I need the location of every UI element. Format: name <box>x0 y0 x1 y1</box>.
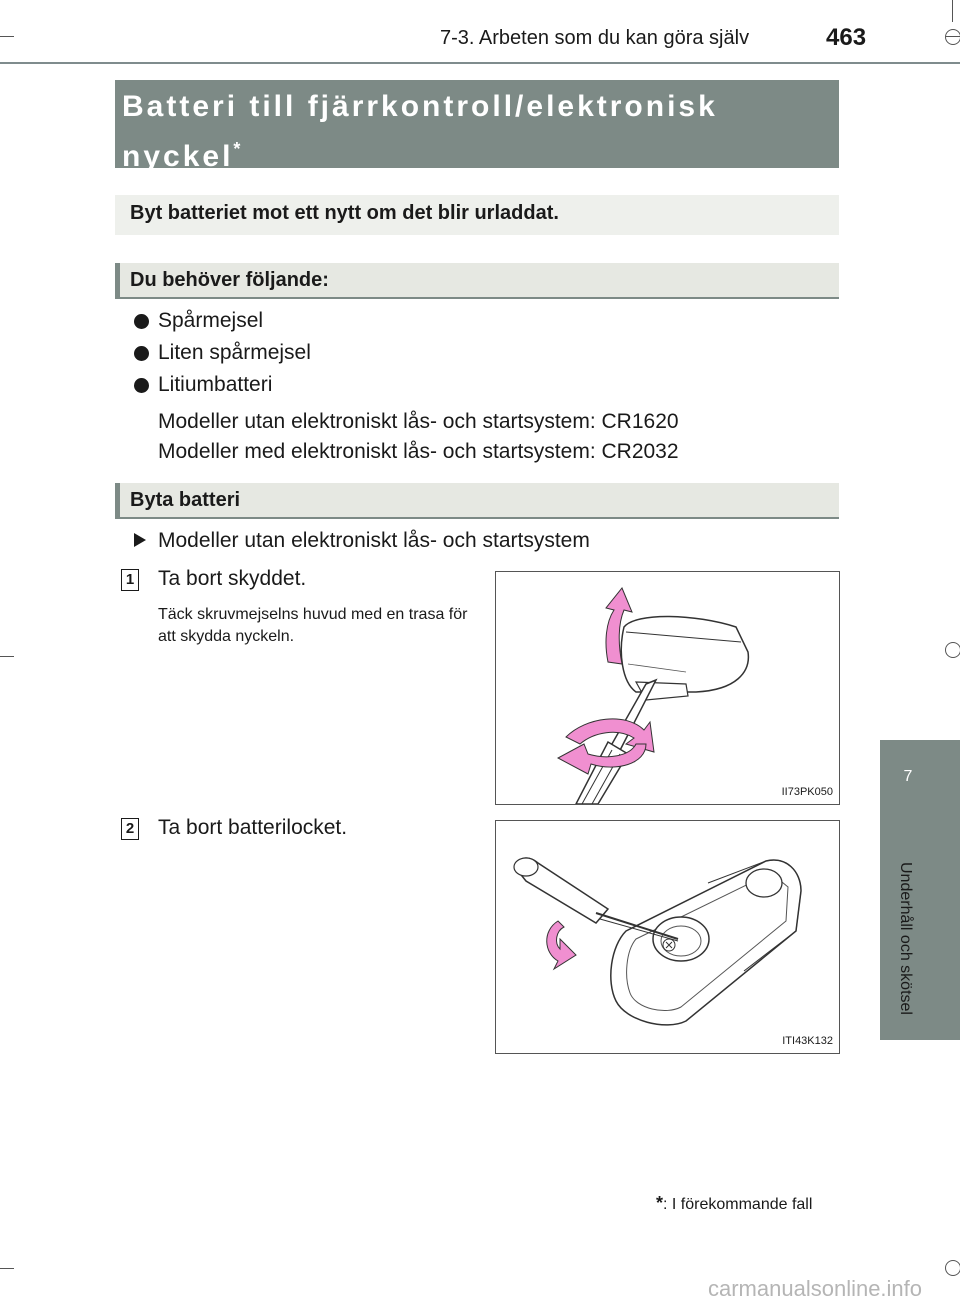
chapter-number: 7 <box>903 768 913 785</box>
chapter-tab <box>880 740 960 1040</box>
subhead-replace-text: Byta batteri <box>130 489 241 511</box>
page-title: Batteri till fjärrkontroll/elektronisk n… <box>122 86 822 178</box>
notice-text: Byt batteriet mot ett nytt om det blir u… <box>130 202 559 224</box>
subhead-bar <box>115 263 120 297</box>
notice-box <box>115 195 839 235</box>
subhead-replace: Byta batteri <box>115 483 839 519</box>
watermark: carmanualsonline.info <box>708 1276 923 1301</box>
variant-label: Modeller utan elektroniskt lås- och star… <box>158 529 590 552</box>
crop-mark <box>0 36 14 37</box>
page-number: 463 <box>826 24 867 51</box>
bullet-dot <box>134 378 149 393</box>
crop-mark <box>952 0 953 22</box>
footnote-marker: * <box>656 1193 664 1213</box>
step-2-text: Ta bort batterilocket. <box>158 816 348 839</box>
figure-code: II73PK050 <box>781 786 833 798</box>
subhead-needs: Du behöver följande: <box>115 263 839 299</box>
title-line-2-text: nyckel <box>122 140 234 173</box>
footnote: *: I förekommande fall <box>656 1193 812 1214</box>
crop-mark <box>0 1268 14 1269</box>
figure-code: ITI43K132 <box>782 1035 833 1047</box>
footnote-text: : I förekommande fall <box>663 1196 813 1213</box>
key-cover-illustration <box>556 587 750 805</box>
bullet-dot <box>134 314 149 329</box>
battery-lid-illustration <box>513 857 802 1026</box>
battery-note: Modeller med elektroniskt lås- och start… <box>158 440 679 463</box>
section-label: 7-3. Arbeten som du kan göra själv <box>440 27 750 49</box>
crop-circle <box>945 642 960 658</box>
title-line-1: Batteri till fjärrkontroll/elektronisk <box>122 90 718 123</box>
step-number-2: 2 <box>121 818 139 840</box>
chapter-label: Underhåll och skötsel <box>897 862 914 1015</box>
crop-circle <box>945 29 960 45</box>
subhead-bar <box>115 483 120 517</box>
header-rule <box>0 62 960 64</box>
title-marker: * <box>233 139 241 159</box>
title-line-2: nyckel* <box>122 128 822 178</box>
subhead-needs-text: Du behöver följande: <box>130 269 329 291</box>
needs-item: Litiumbatteri <box>158 373 273 396</box>
bullet-dot <box>134 346 149 361</box>
step-1-note: Täck skruvmejselns huvud med en trasa fö… <box>158 606 468 645</box>
step-1-text: Ta bort skyddet. <box>158 567 307 590</box>
figure-remove-cover: II73PK050 <box>495 571 840 805</box>
triangle-bullet-icon <box>134 533 146 547</box>
needs-item: Liten spårmejsel <box>158 341 311 364</box>
needs-item: Spårmejsel <box>158 309 264 332</box>
step-number-1: 1 <box>121 569 139 591</box>
title-banner <box>115 80 839 168</box>
crop-circle <box>945 1260 960 1276</box>
crop-mark <box>0 656 14 657</box>
battery-note: Modeller utan elektroniskt lås- och star… <box>158 410 679 433</box>
figure-remove-battery-lid: ITI43K132 <box>495 820 840 1054</box>
